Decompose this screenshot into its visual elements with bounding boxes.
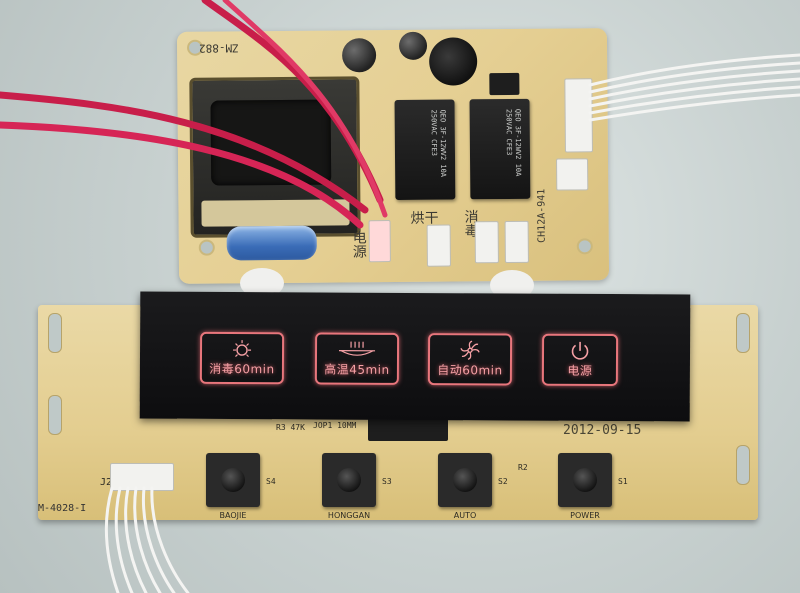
touch-key-label: 高温45min bbox=[324, 362, 390, 377]
silk-r3-label: R3 47K bbox=[276, 423, 305, 432]
ic-chip bbox=[489, 72, 520, 96]
mount-hole bbox=[576, 238, 593, 255]
touch-key-power[interactable]: 电源 bbox=[541, 333, 619, 387]
power-terminal bbox=[368, 220, 391, 263]
switch-label: BAOJIE bbox=[219, 511, 247, 520]
switch-code: S1 bbox=[618, 477, 628, 486]
ic-chip bbox=[368, 417, 448, 441]
capacitor bbox=[398, 31, 428, 60]
wire-connector bbox=[556, 158, 589, 191]
touch-panel: 消毒60min 高温45min bbox=[139, 291, 691, 422]
relay: QEO 3F-12WV2 10A 250VAC CFE3 bbox=[394, 99, 456, 200]
j2-connector bbox=[110, 463, 174, 491]
board-id: M-4028-I bbox=[38, 503, 87, 514]
switch-code: S3 bbox=[382, 477, 392, 486]
power-icon bbox=[544, 340, 616, 362]
silk-power-label: 电源 bbox=[350, 230, 367, 259]
switch-label: HONGGAN bbox=[327, 511, 371, 520]
silk-jop-label: JOP1 10MM bbox=[313, 421, 357, 430]
buzzer bbox=[428, 37, 478, 86]
silk-r2-label: R2 bbox=[518, 463, 528, 472]
switch-label: AUTO bbox=[453, 511, 477, 520]
touch-key-high-temp[interactable]: 高温45min bbox=[314, 332, 400, 385]
switch-code: S4 bbox=[266, 477, 276, 486]
tact-switch-s1[interactable] bbox=[558, 453, 612, 507]
transformer bbox=[189, 76, 361, 238]
switch-label: POWER bbox=[570, 511, 600, 520]
fan-icon bbox=[430, 339, 510, 361]
touch-key-auto[interactable]: 自动60min bbox=[427, 333, 513, 386]
terminal bbox=[504, 220, 529, 264]
switch-code: S2 bbox=[498, 477, 508, 486]
relay: QEO 3F-12WV2 10A 250VAC CFE3 bbox=[469, 98, 531, 200]
terminal bbox=[474, 221, 499, 264]
capacitor bbox=[341, 38, 377, 73]
touch-key-label: 自动60min bbox=[437, 363, 503, 378]
power-board: ZM-882 QEO 3F-12WV2 10A 250VAC CFE3 QEO … bbox=[176, 28, 610, 284]
dish-steam-icon bbox=[317, 338, 397, 360]
connector-label: J2 bbox=[100, 477, 113, 488]
tact-switch-s3[interactable] bbox=[322, 453, 376, 507]
part-number-label: CH12A-941 bbox=[536, 188, 548, 243]
touch-key-label: 电源 bbox=[567, 363, 593, 378]
sun-icon bbox=[202, 338, 282, 360]
touch-key-label: 消毒60min bbox=[209, 361, 275, 377]
terminal bbox=[426, 224, 451, 267]
fuse bbox=[226, 225, 317, 261]
board-model-label: ZM-882 bbox=[198, 41, 239, 55]
tact-switch-s2[interactable] bbox=[438, 453, 492, 507]
tact-switch-s4[interactable] bbox=[206, 453, 260, 507]
touch-key-disinfect[interactable]: 消毒60min bbox=[199, 331, 285, 385]
mount-hole bbox=[198, 239, 215, 256]
board-date: 2012-09-15 bbox=[563, 423, 642, 438]
wire-connector bbox=[564, 78, 593, 153]
